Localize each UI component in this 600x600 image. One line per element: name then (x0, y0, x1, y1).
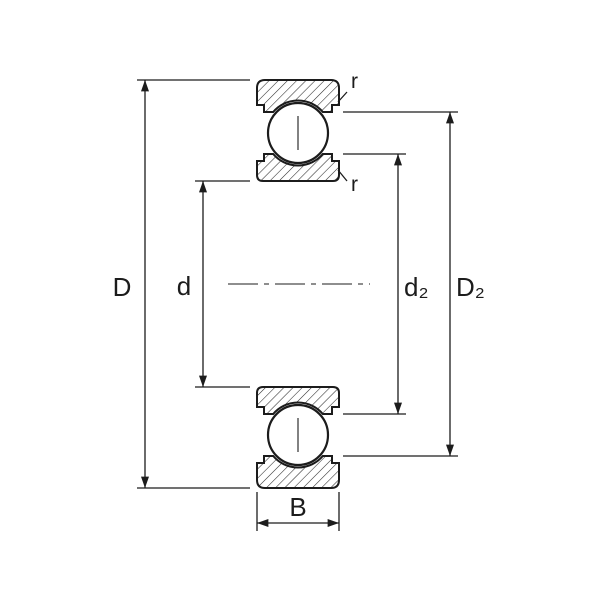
outer-ring-top-section (256, 79, 340, 113)
leader-r-outer (337, 91, 348, 103)
label-outer-recess-diameter: D₂ (456, 272, 485, 302)
label-chamfer-inner: r (351, 173, 358, 196)
inner-ring-bottom-section (256, 386, 340, 415)
label-chamfer-outer: r (351, 70, 358, 93)
bearing-cross-section (256, 79, 340, 489)
leader-r-inner (337, 169, 348, 182)
label-inner-shoulder-diameter: d₂ (404, 272, 429, 302)
outer-ring-bottom-section (256, 455, 340, 489)
label-width: B (289, 492, 306, 522)
inner-ring-top-section (256, 153, 340, 182)
label-bore-diameter: d (177, 271, 191, 301)
label-outer-diameter: D (113, 272, 132, 302)
